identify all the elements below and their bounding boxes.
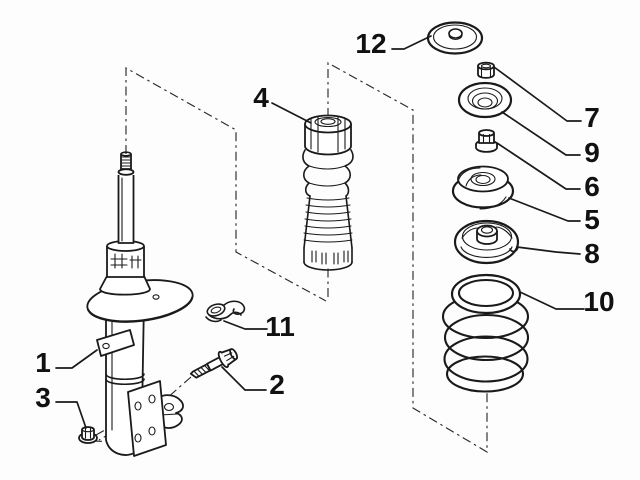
callout-leader-12 bbox=[391, 35, 432, 50]
callout-leader-1 bbox=[55, 349, 98, 369]
strut-top-cap bbox=[426, 21, 484, 55]
callout-leader-10 bbox=[519, 291, 585, 310]
callout-label-2: 2 bbox=[269, 369, 285, 400]
dust-boot bbox=[302, 114, 354, 271]
shock-absorber-strut bbox=[86, 151, 194, 457]
callout-leader-8 bbox=[516, 246, 581, 255]
callout-leader-4 bbox=[271, 102, 312, 124]
coil-spring bbox=[441, 273, 530, 393]
callout-leader-7 bbox=[493, 66, 582, 122]
upper-spring-seat bbox=[451, 165, 515, 210]
callout-label-3: 3 bbox=[35, 382, 51, 413]
callout-label-10: 10 bbox=[583, 286, 614, 317]
mount-bearing-washer bbox=[457, 81, 513, 119]
callout-label-8: 8 bbox=[584, 238, 600, 269]
callout-leader-3 bbox=[55, 401, 87, 429]
callout-label-9: 9 bbox=[584, 137, 600, 168]
callout-label-5: 5 bbox=[584, 204, 600, 235]
callout-label-4: 4 bbox=[253, 82, 269, 113]
callout-leader-9 bbox=[501, 111, 581, 156]
top-nut bbox=[477, 61, 495, 79]
guide-line-mount-group-path bbox=[327, 62, 488, 454]
callout-label-7: 7 bbox=[584, 102, 600, 133]
pinch-bolt bbox=[189, 348, 238, 379]
flanged-nut bbox=[475, 129, 498, 153]
callout-leader-11 bbox=[223, 320, 268, 330]
callout-label-11: 11 bbox=[265, 311, 295, 342]
callout-label-6: 6 bbox=[584, 171, 600, 202]
callout-leader-2 bbox=[221, 366, 267, 391]
callout-label-1: 1 bbox=[35, 347, 51, 378]
callout-leader-5 bbox=[508, 197, 581, 222]
lock-nut bbox=[78, 426, 98, 444]
callout-label-12: 12 bbox=[355, 28, 386, 59]
guide-line-boot-to-rod-path bbox=[125, 67, 327, 302]
retaining-clip bbox=[205, 300, 246, 323]
callout-leader-6 bbox=[496, 142, 581, 190]
bump-stop-cup bbox=[453, 219, 520, 265]
